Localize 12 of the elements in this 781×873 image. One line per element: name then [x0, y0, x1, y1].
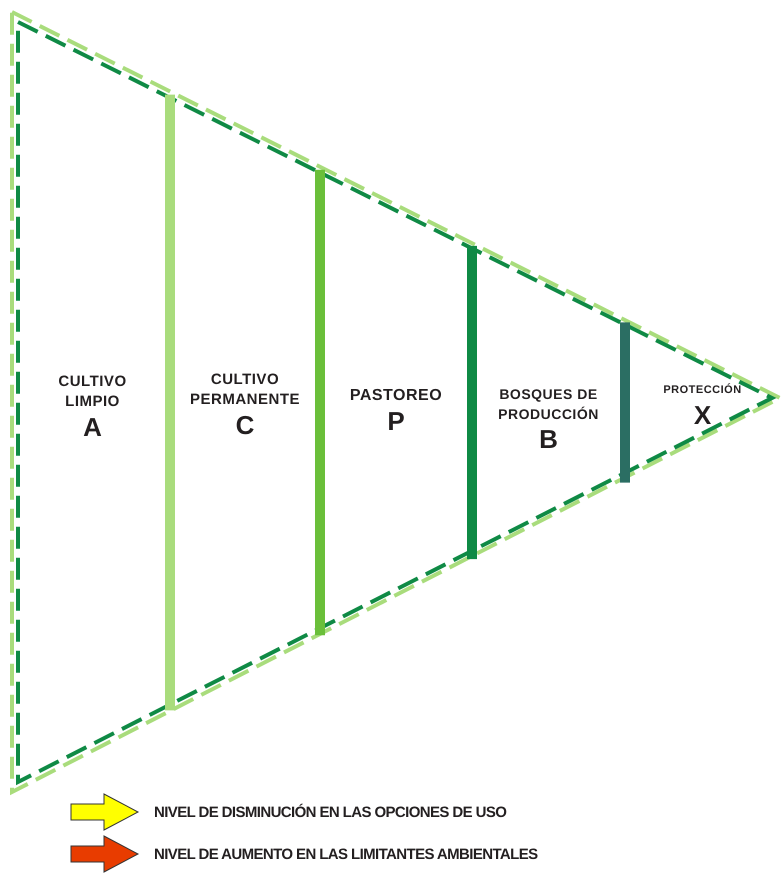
- class-letter: C: [236, 410, 254, 440]
- section-label: CULTIVO PERMANENTE: [188, 370, 301, 410]
- legend-text: NIVEL DE AUMENTO EN LAS LIMITANTES AMBIENTALES: [154, 846, 538, 862]
- class-letter: A: [83, 412, 102, 442]
- class-letter: B: [539, 424, 558, 454]
- section-label: PASTOREO: [350, 386, 442, 406]
- section-label: PROTECCIÓN: [663, 382, 742, 398]
- legend-text: NIVEL DE DISMINUCIÓN EN LAS OPCIONES DE USO: [154, 804, 506, 820]
- class-letter: X: [694, 400, 712, 430]
- section-label: CULTIVO LIMPIO: [57, 372, 128, 412]
- section-label: BOSQUES DE PRODUCCIÓN: [497, 384, 600, 424]
- class-letter: P: [387, 406, 405, 436]
